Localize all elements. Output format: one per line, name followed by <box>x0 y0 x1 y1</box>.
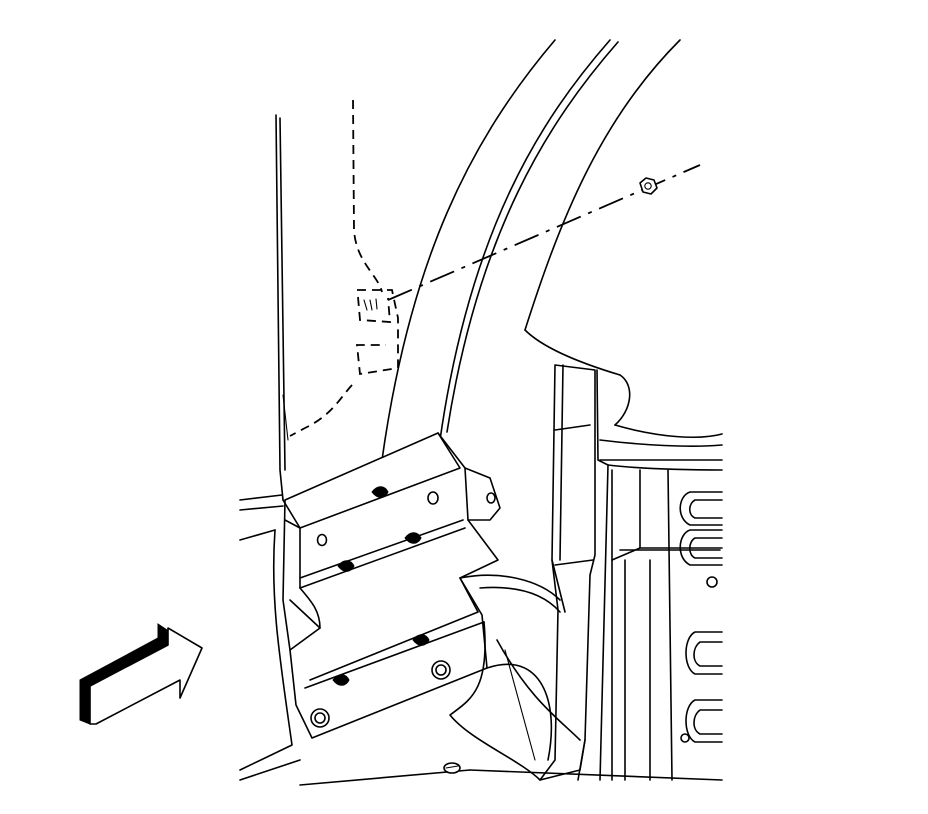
bolt-top <box>443 762 461 774</box>
bolt-bracket-right <box>431 660 451 680</box>
nut-icon <box>639 177 658 195</box>
wheelhouse-inner <box>449 574 581 781</box>
wheelhouse-arc <box>381 39 723 461</box>
clip-icon <box>363 298 378 311</box>
floor-line <box>469 769 723 781</box>
hidden-panel-outline <box>289 99 399 437</box>
rocker-panel <box>239 494 471 786</box>
pillar-panel <box>275 114 289 501</box>
slots-right <box>679 491 723 743</box>
center-pillar <box>539 364 596 781</box>
view-direction-arrow-icon <box>79 623 203 725</box>
inner-structure-right <box>596 369 723 781</box>
bracket <box>282 432 501 739</box>
bolt-bracket-left <box>310 708 330 728</box>
